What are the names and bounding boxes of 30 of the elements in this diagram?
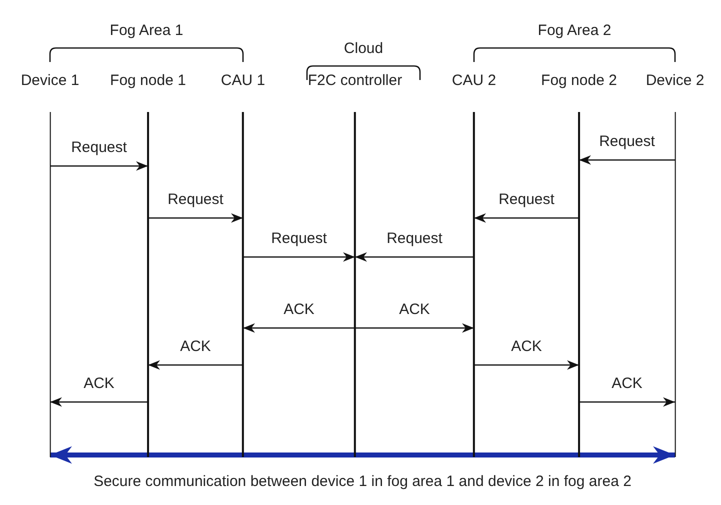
message-label: Request [597,133,657,151]
message-arrow [474,213,579,223]
group-label: Fog Area 1 [110,22,184,40]
group-label: Fog Area 2 [538,22,612,40]
message-label: Request [384,230,444,248]
message-label: Request [269,230,329,248]
message-label: Request [496,191,556,209]
double-arrow [50,446,675,464]
message-arrow [148,213,243,223]
participant-label: Fog node 2 [541,72,617,90]
message-arrow [148,360,243,370]
message-arrow [579,155,675,165]
participant-label: Device 2 [646,72,704,90]
message-arrow [579,397,675,407]
message-arrow [243,323,355,333]
message-arrow [50,161,148,171]
caption-text: Secure communication between device 1 in fog area 1 and device 2 in fog area 2 [94,473,632,491]
message-arrow [355,252,474,262]
message-arrow [50,397,148,407]
participant-label: CAU 2 [452,72,496,90]
message-arrow [355,323,474,333]
participant-label: Fog node 1 [110,72,186,90]
message-arrow [243,252,355,262]
message-arrow [474,360,579,370]
message-label: Request [69,139,129,157]
group-label: Cloud [344,40,384,58]
participant-label: Device 1 [20,72,80,90]
participant-label: F2C controller [308,72,402,90]
message-label: Request [166,191,226,209]
participant-label: CAU 1 [220,72,266,90]
